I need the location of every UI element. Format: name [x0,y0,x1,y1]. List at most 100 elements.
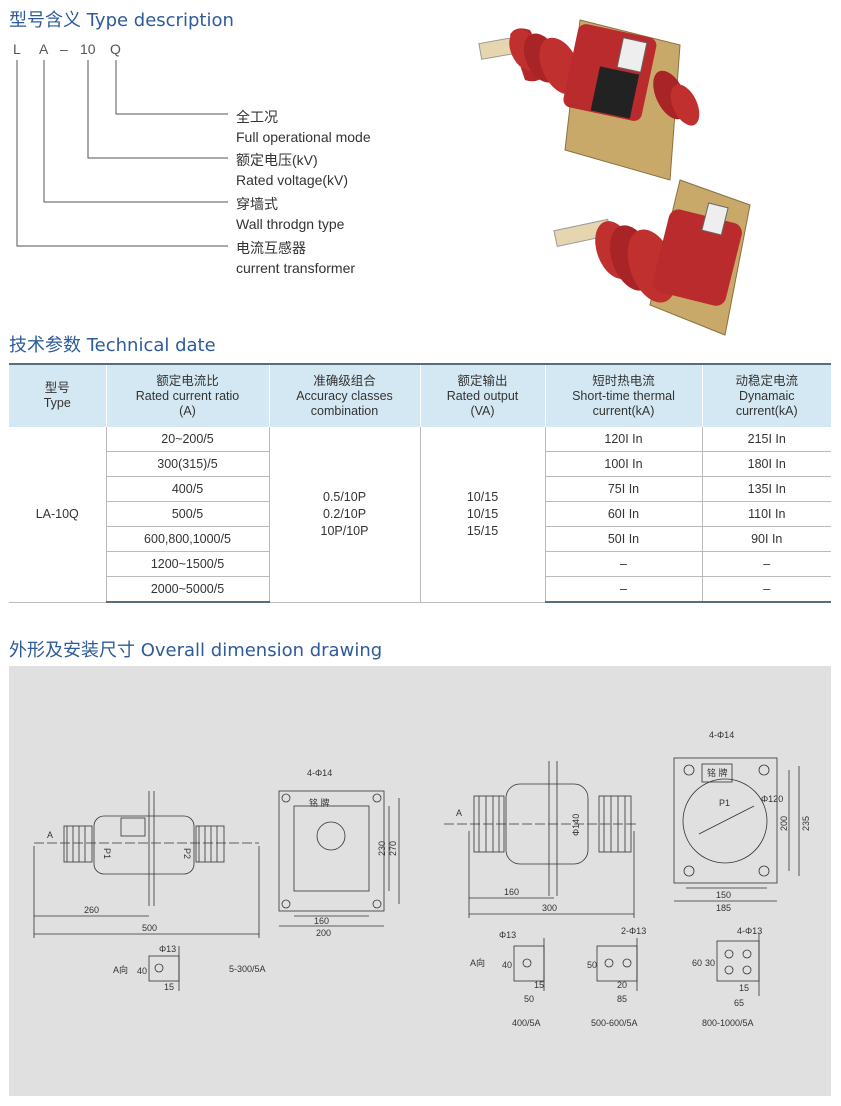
left-dim-230: 230 [377,841,387,856]
desc-rated-voltage-en: Rated voltage(kV) [236,172,349,188]
left-dim-160: 160 [314,916,329,926]
desc-wall-type-en: Wall throdgn type [236,216,345,232]
thermal-cell: – [544,551,702,577]
transformer-lower [553,179,751,336]
detail1-dim-phi13: Φ13 [499,930,516,940]
left-dim-500: 500 [142,923,157,933]
ratio-cell: 400/5 [105,476,269,502]
thermal-cell: 120I In [544,427,702,452]
dynamic-cell: 215I In [701,427,831,452]
dynamic-cell: 180I In [701,451,831,477]
ratio-cell: 300(315)/5 [105,451,269,477]
detail1-dim-15: 15 [534,980,544,990]
ratio-cell: 2000~5000/5 [105,576,269,603]
detail1-mark-a-direction: A向 [470,957,485,968]
type-description-title: 型号含义 Type description [9,10,234,31]
detail1-dim-40: 40 [502,960,512,970]
desc-current-transformer-zh: 电流互感器 [236,240,306,256]
detail1-dim-50: 50 [524,994,534,1004]
table-row: 600,800,1000/5 50I In 90I In [9,526,831,552]
left-dim-40: 40 [137,966,147,976]
code-dash: – [60,41,68,57]
dimension-drawing: A P1 P2 260 500 160 200 230 270 4-Φ14 铭 … [33,730,811,1028]
ratio-cell: 500/5 [105,501,269,527]
thermal-cell: – [544,576,702,603]
detail3-dim-30: 30 [705,958,715,968]
right-mark-nameplate: 铭 牌 [707,767,728,778]
detail3-dim-60: 60 [692,958,702,968]
left-mark-a: A [47,830,53,840]
detail2-dim-50: 50 [587,960,597,970]
left-dim-270: 270 [388,841,398,856]
right-dim-200: 200 [779,816,789,831]
dimension-drawing-title: 外形及安装尺寸 Overall dimension drawing [9,640,383,661]
thermal-cell: 50I In [544,526,702,552]
detail2-dim-85: 85 [617,994,627,1004]
code-letter-l: L [13,41,21,57]
ratio-cell: 600,800,1000/5 [105,526,269,552]
dimension-drawing-panel: A P1 P2 260 500 160 200 230 270 4-Φ14 铭 … [9,666,831,1096]
table-row: 300(315)/5 100I In 180I In [9,451,831,477]
right-dim-150: 150 [716,890,731,900]
desc-full-operational-en: Full operational mode [236,129,371,145]
model-cell: LA-10Q [9,427,106,603]
desc-rated-voltage-zh: 额定电压(kV) [236,152,318,168]
transformer-upper [478,19,700,181]
right-dim-185: 185 [716,903,731,913]
product-photo [478,19,751,336]
thermal-cell: 75I In [544,476,702,502]
right-dim-160: 160 [504,887,519,897]
dynamic-cell: – [701,551,831,577]
left-dim-4-phi14: 4-Φ14 [307,768,332,778]
detail2-caption: 500-600/5A [591,1018,638,1028]
table-row: 400/5 75I In 135I In [9,476,831,502]
left-dim-15: 15 [164,982,174,992]
dynamic-cell: 90I In [701,526,831,552]
right-dim-4-phi14: 4-Φ14 [709,730,734,740]
left-dim-260: 260 [84,905,99,915]
detail1-caption: 400/5A [512,1018,541,1028]
right-dim-phi120: Φ120 [761,794,783,804]
technical-data-title: 技术参数 Technical date [9,335,216,356]
thermal-cell: 60I In [544,501,702,527]
ratio-cell: 20~200/5 [105,427,269,452]
left-mark-a-direction: A向 [113,964,128,975]
detail2-dim-20: 20 [617,980,627,990]
right-mark-p1: P1 [719,798,730,808]
ratio-cell: 1200~1500/5 [105,551,269,577]
right-dim-235: 235 [801,816,811,831]
table-row: 1200~1500/5 – – [9,551,831,577]
right-dim-phi140: Φ140 [571,814,581,836]
dynamic-cell: 110I In [701,501,831,527]
table-row: 2000~5000/5 – – [9,576,831,603]
desc-full-operational-zh: 全工况 [236,109,278,125]
detail3-caption: 800-1000/5A [702,1018,754,1028]
left-dim-phi13: Φ13 [159,944,176,954]
code-number-10: 10 [80,41,96,57]
left-mark-nameplate: 铭 牌 [309,797,330,808]
left-mark-p2: P2 [182,848,192,859]
detail2-dim-2-phi13: 2-Φ13 [621,926,646,936]
dynamic-cell: – [701,576,831,603]
desc-current-transformer-en: current transformer [236,260,356,276]
left-mark-p1: P1 [102,848,112,859]
type-code-tree-lines [16,60,228,247]
detail3-dim-4-phi13: 4-Φ13 [737,926,762,936]
thermal-cell: 100I In [544,451,702,477]
right-mark-a: A [456,808,462,818]
left-caption: 5-300/5A [229,964,266,974]
desc-wall-type-zh: 穿墙式 [236,196,278,212]
left-dim-200: 200 [316,928,331,938]
detail3-dim-65: 65 [734,998,744,1008]
dynamic-cell: 135I In [701,476,831,502]
